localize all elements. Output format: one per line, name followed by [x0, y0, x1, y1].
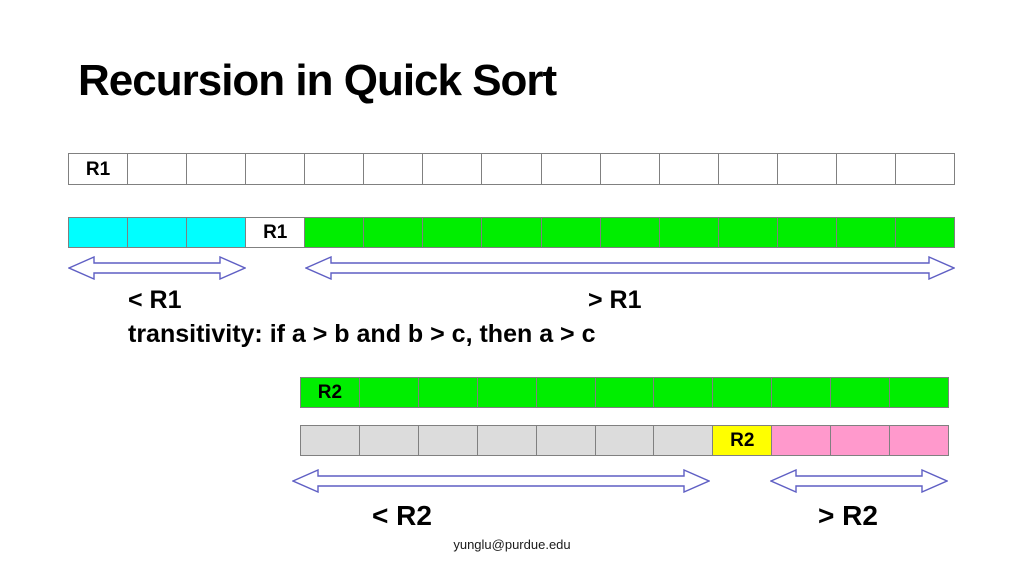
array-row-partitioned-r1: R1 — [68, 217, 955, 248]
array-row-r2-subarray: R2 — [300, 377, 949, 408]
array-cell — [777, 218, 837, 247]
array-cell — [600, 218, 660, 247]
double-arrow-icon — [770, 469, 948, 493]
array-cell — [187, 218, 247, 247]
array-cell — [418, 378, 478, 407]
array-cell — [482, 218, 542, 247]
array-cell — [831, 426, 891, 455]
array-cell — [541, 154, 601, 184]
array-cell — [654, 378, 714, 407]
array-cell — [128, 154, 188, 184]
array-cell — [541, 218, 601, 247]
double-arrow-icon — [292, 469, 710, 493]
array-cell: R1 — [69, 154, 129, 184]
double-arrow-icon — [305, 256, 955, 280]
array-cell — [659, 218, 719, 247]
array-cell — [187, 154, 247, 184]
array-cell — [301, 426, 360, 455]
double-arrow-icon — [68, 256, 246, 280]
array-cell — [718, 218, 778, 247]
transitivity-note: transitivity: if a > b and b > c, then a… — [128, 320, 596, 348]
array-cell — [423, 218, 483, 247]
array-cell — [659, 154, 719, 184]
array-cell — [364, 154, 424, 184]
array-cell — [477, 426, 537, 455]
array-row-partitioned-r2: R2 — [300, 425, 949, 456]
array-cell — [128, 218, 188, 247]
array-cell — [895, 154, 954, 184]
array-cell: R2 — [713, 426, 773, 455]
footer-email: yunglu@purdue.edu — [453, 537, 571, 552]
array-cell — [595, 426, 655, 455]
pivot-label: R1 — [263, 222, 288, 243]
array-cell — [836, 218, 896, 247]
array-cell — [890, 378, 948, 407]
slide-title: Recursion in Quick Sort — [78, 56, 557, 105]
array-cell — [772, 378, 832, 407]
array-cell — [364, 218, 424, 247]
label-less-than-r2: < R2 — [372, 500, 432, 531]
pivot-label: R2 — [317, 382, 343, 403]
pivot-label: R1 — [85, 158, 111, 180]
array-cell — [536, 378, 596, 407]
array-cell — [777, 154, 837, 184]
array-cell — [246, 154, 306, 184]
array-cell — [423, 154, 483, 184]
array-cell — [600, 154, 660, 184]
label-greater-than-r2: > R2 — [818, 500, 878, 531]
array-cell — [831, 378, 891, 407]
array-cell — [595, 378, 655, 407]
array-cell — [482, 154, 542, 184]
array-cell — [895, 218, 954, 247]
array-cell — [305, 218, 365, 247]
array-row-unsorted: R1 — [68, 153, 955, 185]
array-cell — [69, 218, 129, 247]
array-cell — [713, 378, 773, 407]
array-cell — [890, 426, 948, 455]
array-cell — [772, 426, 832, 455]
array-cell — [418, 426, 478, 455]
label-less-than-r1: < R1 — [128, 286, 182, 314]
array-cell — [359, 378, 419, 407]
array-cell — [477, 378, 537, 407]
array-cell — [359, 426, 419, 455]
array-cell — [305, 154, 365, 184]
array-cell — [836, 154, 896, 184]
array-cell — [536, 426, 596, 455]
array-cell: R2 — [301, 378, 360, 407]
label-greater-than-r1: > R1 — [588, 286, 642, 314]
array-cell — [718, 154, 778, 184]
array-cell: R1 — [246, 218, 306, 247]
pivot-label: R2 — [730, 430, 755, 451]
array-cell — [654, 426, 714, 455]
